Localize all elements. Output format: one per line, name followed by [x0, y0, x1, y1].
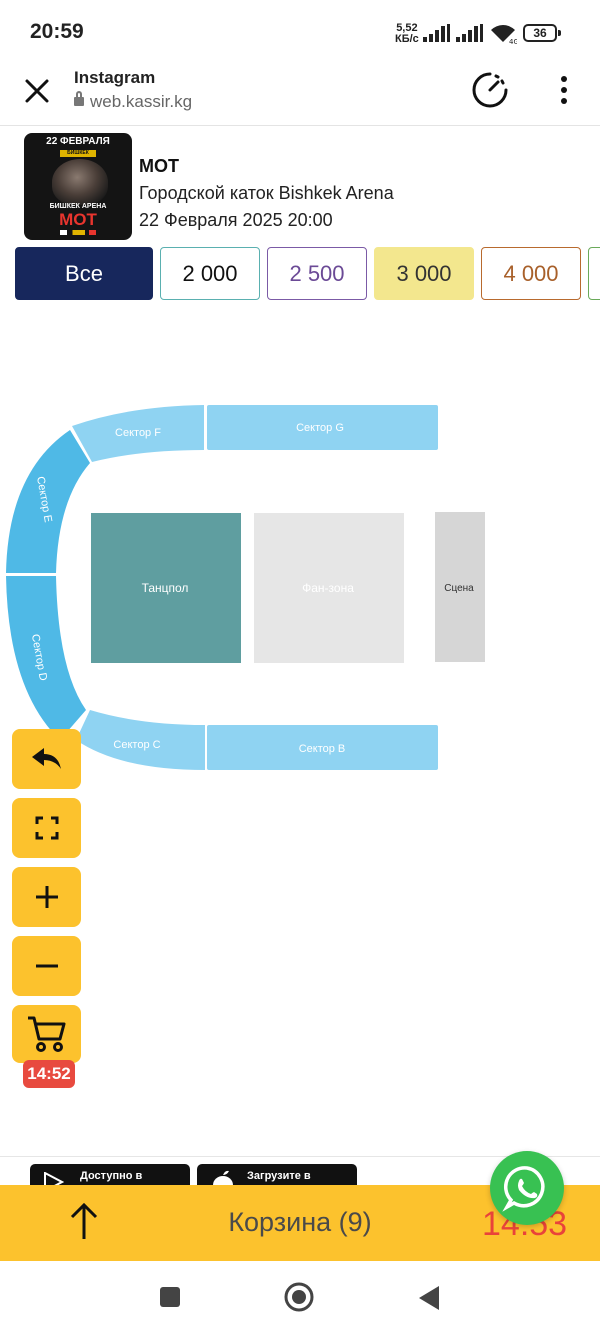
up-arrow-icon[interactable]	[66, 1201, 102, 1241]
poster-portrait	[52, 159, 108, 205]
svg-text:4G: 4G	[509, 38, 517, 44]
stage: Сцена	[435, 512, 485, 662]
cart-icon	[27, 1016, 65, 1052]
nav-square-icon[interactable]	[159, 1286, 181, 1308]
status-bar: 20:59 5,52 КБ/с 4G 36	[0, 0, 600, 66]
sector-e[interactable]: Сектор E	[6, 430, 90, 573]
battery-icon: 36	[523, 24, 561, 42]
browser-title: Instagram	[74, 68, 156, 87]
browser-header: Instagram web.kassir.kg	[0, 66, 600, 126]
zoom-in-button[interactable]	[12, 867, 81, 927]
network-speed: 5,52 КБ/с	[395, 22, 419, 45]
divider	[0, 1156, 600, 1157]
stage-label: Сцена	[444, 583, 474, 594]
price-filter-3000[interactable]: 3 000	[374, 247, 474, 300]
event-title: МОТ	[139, 156, 179, 176]
signal-icon	[423, 24, 450, 42]
whatsapp-button[interactable]	[490, 1151, 564, 1225]
fullscreen-button[interactable]	[12, 798, 81, 858]
poster-arena: БИШКЕК АРЕНА	[49, 203, 107, 210]
sector-f[interactable]: Сектор F	[72, 405, 204, 462]
wifi-icon: 4G	[491, 25, 517, 44]
status-time: 20:59	[30, 20, 84, 43]
price-filter-all[interactable]: Все	[15, 247, 153, 300]
undo-icon	[31, 748, 61, 769]
fullscreen-icon	[35, 816, 58, 840]
signal-icon-2	[456, 24, 483, 42]
poster-name: МОТ	[59, 210, 97, 229]
sector-f-label: Сектор F	[115, 427, 161, 439]
price-filter-2000[interactable]: 2 000	[160, 247, 260, 300]
sector-c[interactable]: Сектор C	[76, 710, 205, 770]
price-filter-4000[interactable]: 4 000	[481, 247, 581, 300]
sector-b-label: Сектор B	[299, 743, 346, 755]
cart-label[interactable]: Корзина (9)	[228, 1207, 372, 1237]
price-filter-more[interactable]	[588, 247, 600, 300]
dance-floor-label: Танцпол	[142, 581, 189, 595]
menu-dots-icon[interactable]	[552, 74, 576, 106]
sector-g[interactable]: Сектор G	[207, 405, 438, 450]
system-nav-bar	[0, 1261, 600, 1332]
poster-logos	[60, 230, 96, 235]
sector-b[interactable]: Сектор B	[207, 725, 438, 770]
cart-timer-badge: 14:52	[23, 1060, 75, 1088]
event-venue: Городской каток Bishkek Arena	[139, 183, 394, 203]
browser-url: web.kassir.kg	[74, 91, 192, 112]
sector-d[interactable]: Сектор D	[6, 576, 86, 740]
close-icon[interactable]	[20, 74, 54, 108]
lock-icon	[74, 91, 84, 106]
nav-circle-icon[interactable]	[284, 1282, 314, 1312]
event-poster: 22 ФЕВРАЛЯ БИШКЕК БИШКЕК АРЕНА МОТ	[24, 133, 132, 240]
minus-icon	[35, 964, 58, 968]
price-filter-2500[interactable]: 2 500	[267, 247, 367, 300]
cart-button[interactable]	[12, 1005, 81, 1063]
whatsapp-icon	[502, 1166, 545, 1212]
fan-zone-label: Фан-зона	[302, 581, 354, 595]
sector-c-label: Сектор C	[113, 739, 160, 751]
event-date: 22 Февраля 2025 20:00	[139, 210, 333, 230]
poster-date: 22 ФЕВРАЛЯ	[46, 136, 110, 147]
fan-zone: Фан-зона	[254, 513, 404, 663]
nav-back-icon[interactable]	[417, 1285, 441, 1311]
timer-icon[interactable]	[470, 70, 510, 110]
plus-icon	[35, 886, 58, 908]
undo-button[interactable]	[12, 729, 81, 789]
sector-g-label: Сектор G	[296, 422, 344, 434]
zoom-out-button[interactable]	[12, 936, 81, 996]
dance-floor[interactable]: Танцпол	[91, 513, 241, 663]
poster-city: БИШКЕК	[60, 150, 96, 157]
seat-map: Сектор G Сектор F Сектор E Сектор D Сект…	[6, 405, 485, 770]
